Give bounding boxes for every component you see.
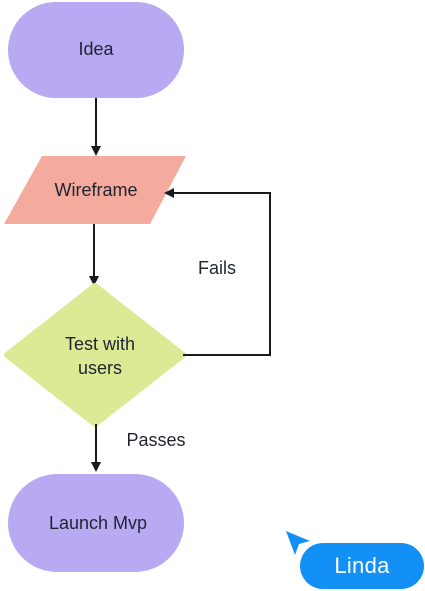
- pointer-arrow-icon: [286, 531, 310, 555]
- node-launch-shape[interactable]: [8, 474, 184, 572]
- edge-label-fails: Fails: [198, 258, 236, 278]
- node-test-label-line2: users: [78, 358, 122, 378]
- node-wireframe-shape[interactable]: [4, 156, 186, 224]
- edge-label-passes: Passes: [126, 430, 185, 450]
- node-wireframe-label: Wireframe: [54, 180, 137, 200]
- node-launch-label: Launch Mvp: [49, 513, 147, 533]
- node-test-label-line1: Test with: [65, 334, 135, 354]
- node-test[interactable]: Test with users: [4, 283, 186, 427]
- edge-test-fails-to-wireframe: [164, 188, 271, 356]
- collaborator-name: Linda: [334, 553, 390, 578]
- node-test-shape[interactable]: [4, 283, 186, 427]
- node-idea-shape[interactable]: [8, 2, 184, 98]
- node-idea[interactable]: Idea: [8, 2, 184, 98]
- collaborator-name-tag: Linda: [300, 543, 424, 589]
- node-idea-label: Idea: [78, 39, 114, 59]
- node-launch[interactable]: Launch Mvp: [8, 474, 184, 572]
- node-wireframe[interactable]: Wireframe: [4, 156, 186, 224]
